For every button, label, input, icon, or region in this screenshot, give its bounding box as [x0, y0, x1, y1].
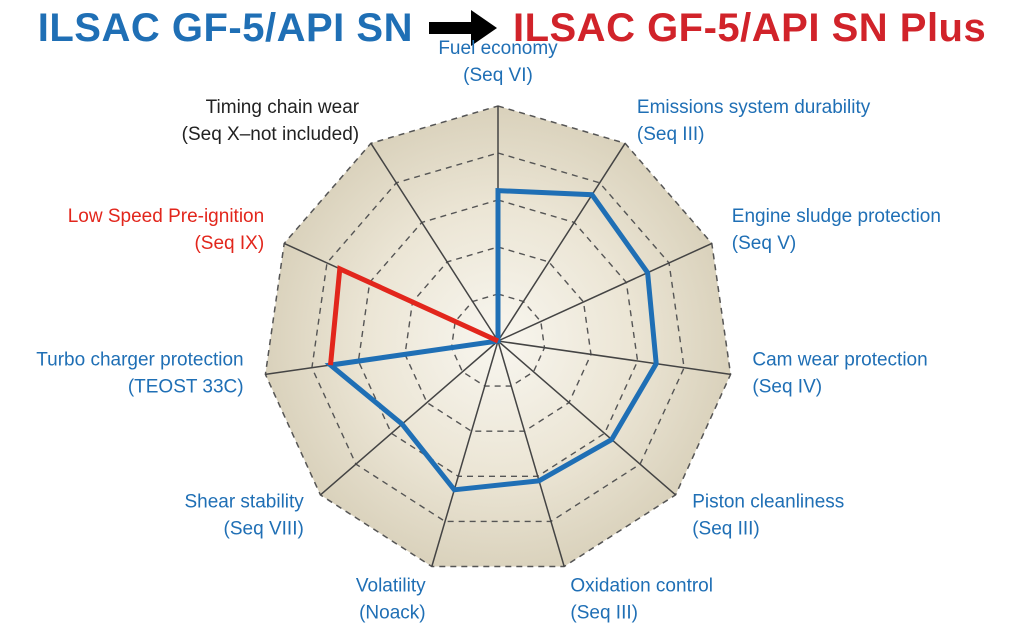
radar-spoke	[497, 142, 626, 342]
arrow-right-icon	[428, 10, 497, 46]
axis-label: Fuel economy(Seq VI)	[438, 38, 558, 86]
radar-grid-ring	[450, 293, 546, 387]
radar-spoke	[431, 340, 499, 567]
title-right: ILSAC GF-5/API SN Plus	[512, 5, 987, 50]
axis-label: Piston cleanliness(Seq III)	[692, 491, 844, 539]
radar-grid-ring	[357, 199, 639, 477]
axis-label: Volatility(Noack)	[356, 576, 426, 624]
radar-spoke	[370, 142, 499, 342]
radar-grid-ring	[404, 246, 592, 432]
axis-label: Low Speed Pre-ignition(Seq IX)	[68, 206, 264, 254]
axis-label: Shear stability(Seq VIII)	[184, 491, 304, 539]
radar-spoke	[497, 340, 731, 376]
radar-grid-ring	[311, 152, 685, 523]
series-line-red	[328, 265, 500, 366]
radar-spoke	[497, 340, 565, 567]
title-left: ILSAC GF-5/API SN	[37, 5, 413, 50]
radar-spoke	[319, 340, 499, 496]
series-line-blue	[324, 187, 659, 493]
chart-title: ILSAC GF-5/API SN ILSAC GF-5/API SN Plus	[0, 0, 1024, 56]
axis-label: Oxidation control(Seq III)	[570, 576, 713, 624]
axis-label: Emissions system durability(Seq III)	[637, 97, 871, 145]
axis-label: Engine sludge protection(Seq V)	[732, 206, 941, 254]
axis-label: Cam wear protection(Seq IV)	[752, 350, 927, 398]
axis-label: Timing chain wear(Seq X–not included)	[182, 97, 360, 145]
axis-label: Turbo charger protection(TEOST 33C)	[36, 350, 243, 398]
radar-spoke	[497, 340, 677, 496]
radar-spoke	[497, 242, 713, 342]
